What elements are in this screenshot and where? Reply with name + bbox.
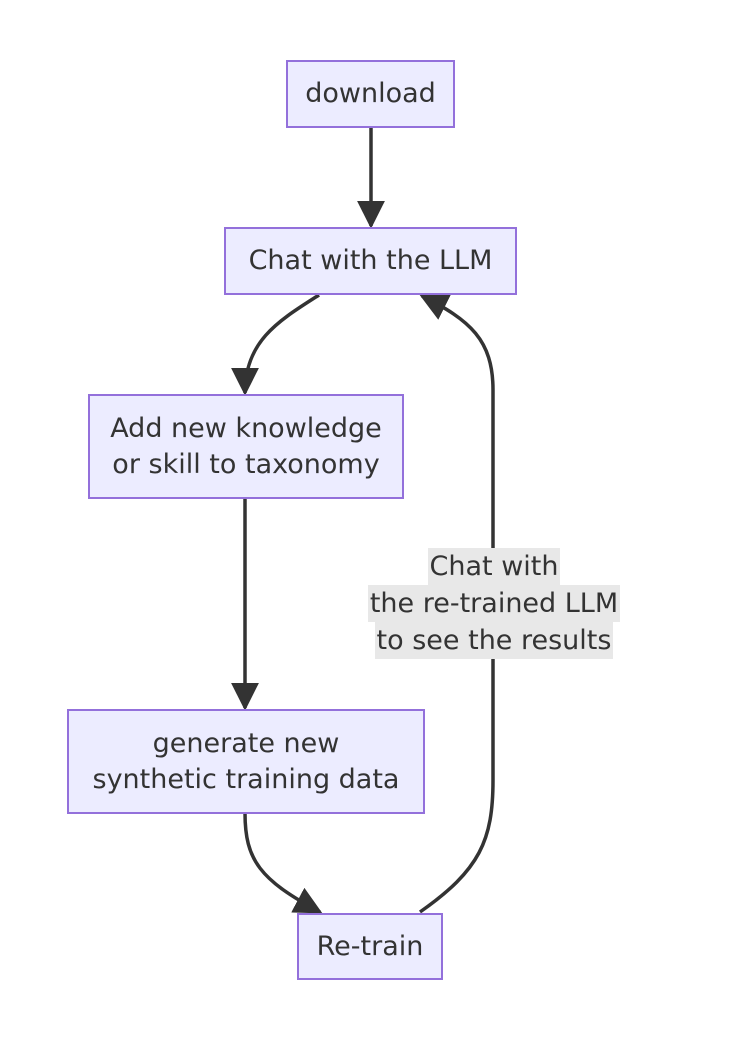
node-retrain-label: Re-train [316, 930, 424, 962]
node-generate-data-line-2: synthetic training data [92, 763, 400, 795]
edge-label-line-2: the re-trained LLM [367, 585, 621, 622]
node-download-label: download [305, 78, 436, 109]
node-add-knowledge: Add new knowledge or skill to taxonomy [88, 394, 404, 499]
edge-label-line-3: to see the results [374, 622, 614, 659]
edge-label-retrain-to-chat: Chat with the re-trained LLM to see the … [344, 548, 644, 659]
edge-chat-to-add [231, 293, 320, 396]
node-chat-with-llm: Chat with the LLM [224, 227, 517, 295]
node-download: download [286, 60, 455, 128]
node-retrain: Re-train [297, 913, 443, 980]
node-generate-data-line-1: generate new [152, 727, 340, 759]
edge-retrain-to-chat [418, 294, 495, 914]
node-add-knowledge-line-2: or skill to taxonomy [112, 448, 380, 480]
node-add-knowledge-line-1: Add new knowledge [110, 412, 382, 444]
node-generate-data: generate new synthetic training data [67, 709, 425, 814]
node-chat-with-llm-label: Chat with the LLM [248, 245, 493, 276]
edge-generate-to-retrain [243, 812, 323, 914]
edge-label-line-1: Chat with [427, 548, 561, 585]
